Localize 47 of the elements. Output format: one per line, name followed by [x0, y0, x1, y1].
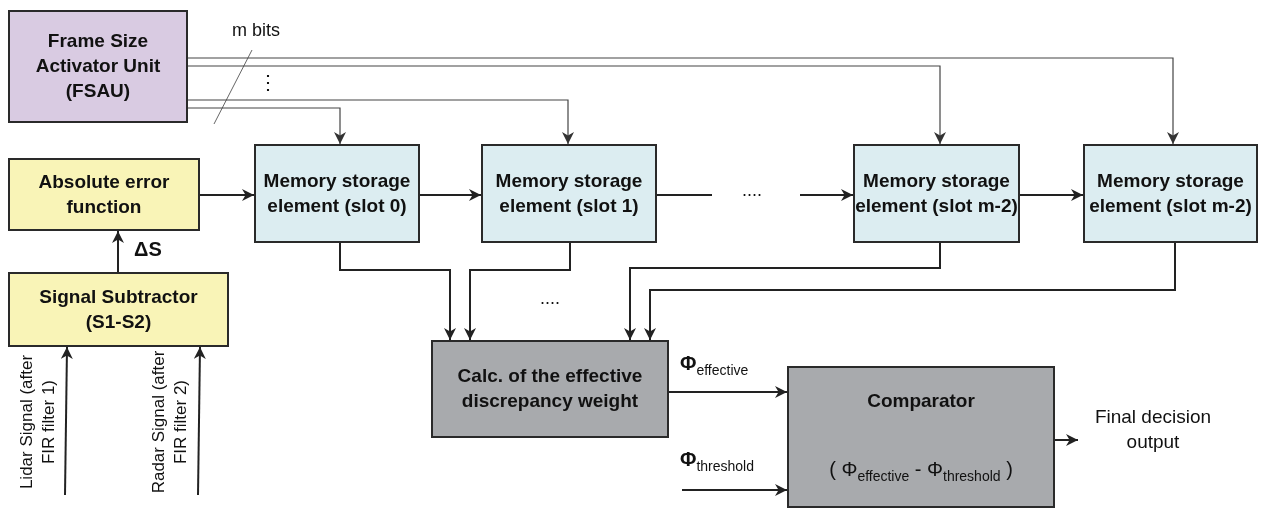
- arrow: [187, 65, 946, 145]
- process-box: [431, 340, 669, 438]
- signal-label: Lidar Signal (after FIR filter 1): [16, 353, 59, 492]
- arrow: [112, 230, 124, 273]
- node-label: Memory storage element (slot m-2): [1088, 168, 1253, 218]
- edge-label: Φ$_{threshold}$: [680, 448, 754, 474]
- arrow: [644, 242, 1176, 341]
- arrow: [60, 346, 73, 496]
- memory-box: [481, 144, 657, 243]
- arrow: [187, 107, 346, 145]
- node-label: Signal Subtractor (S1-S2): [38, 284, 199, 334]
- node-label: Memory storage element (slot 1): [494, 168, 644, 218]
- process-box: [8, 272, 229, 347]
- arrow: [1019, 189, 1084, 201]
- arrow: [419, 189, 482, 201]
- bus-label: m bits: [232, 20, 280, 41]
- node-label: Frame Size Activator Unit (FSAU): [34, 29, 162, 103]
- ellipsis-mark: ....: [540, 288, 560, 309]
- ellipsis-mark: ....: [742, 180, 762, 201]
- arrow: [199, 189, 255, 201]
- arrow: [1054, 434, 1079, 446]
- arrow: [187, 99, 574, 145]
- output-label: Final decision output: [1093, 405, 1213, 454]
- node-label: Absolute error function: [37, 169, 171, 219]
- arrow: [464, 242, 571, 341]
- formula-text: ( Φ$_{effective}$ - Φ$_{threshold}$ ): [829, 456, 1013, 485]
- memory-box: [853, 144, 1020, 243]
- arrow: [193, 346, 206, 496]
- arrow: [668, 386, 788, 398]
- edge-label: Φ$_{effective}$: [680, 352, 749, 378]
- node-label: Memory storage element (slot 0): [262, 168, 412, 218]
- process-box: [8, 10, 188, 123]
- arrow: [681, 484, 788, 496]
- arrow: [799, 189, 854, 201]
- signal-label: Radar Signal (after FIR filter 2): [148, 349, 191, 496]
- memory-box: [254, 144, 420, 243]
- arrow: [187, 57, 1179, 145]
- comparator-box: [787, 366, 1055, 508]
- process-box: [8, 158, 200, 231]
- node-label: Calc. of the effective discrepancy weight: [456, 364, 644, 413]
- node-label: Memory storage element (slot m-2): [855, 168, 1018, 218]
- ellipsis-mark: ⋮: [258, 70, 278, 94]
- memory-box: [1083, 144, 1258, 243]
- arrow: [339, 242, 456, 341]
- arrow: [624, 242, 941, 341]
- edge-label: ΔS: [134, 238, 162, 261]
- node-label: Comparator: [867, 389, 975, 414]
